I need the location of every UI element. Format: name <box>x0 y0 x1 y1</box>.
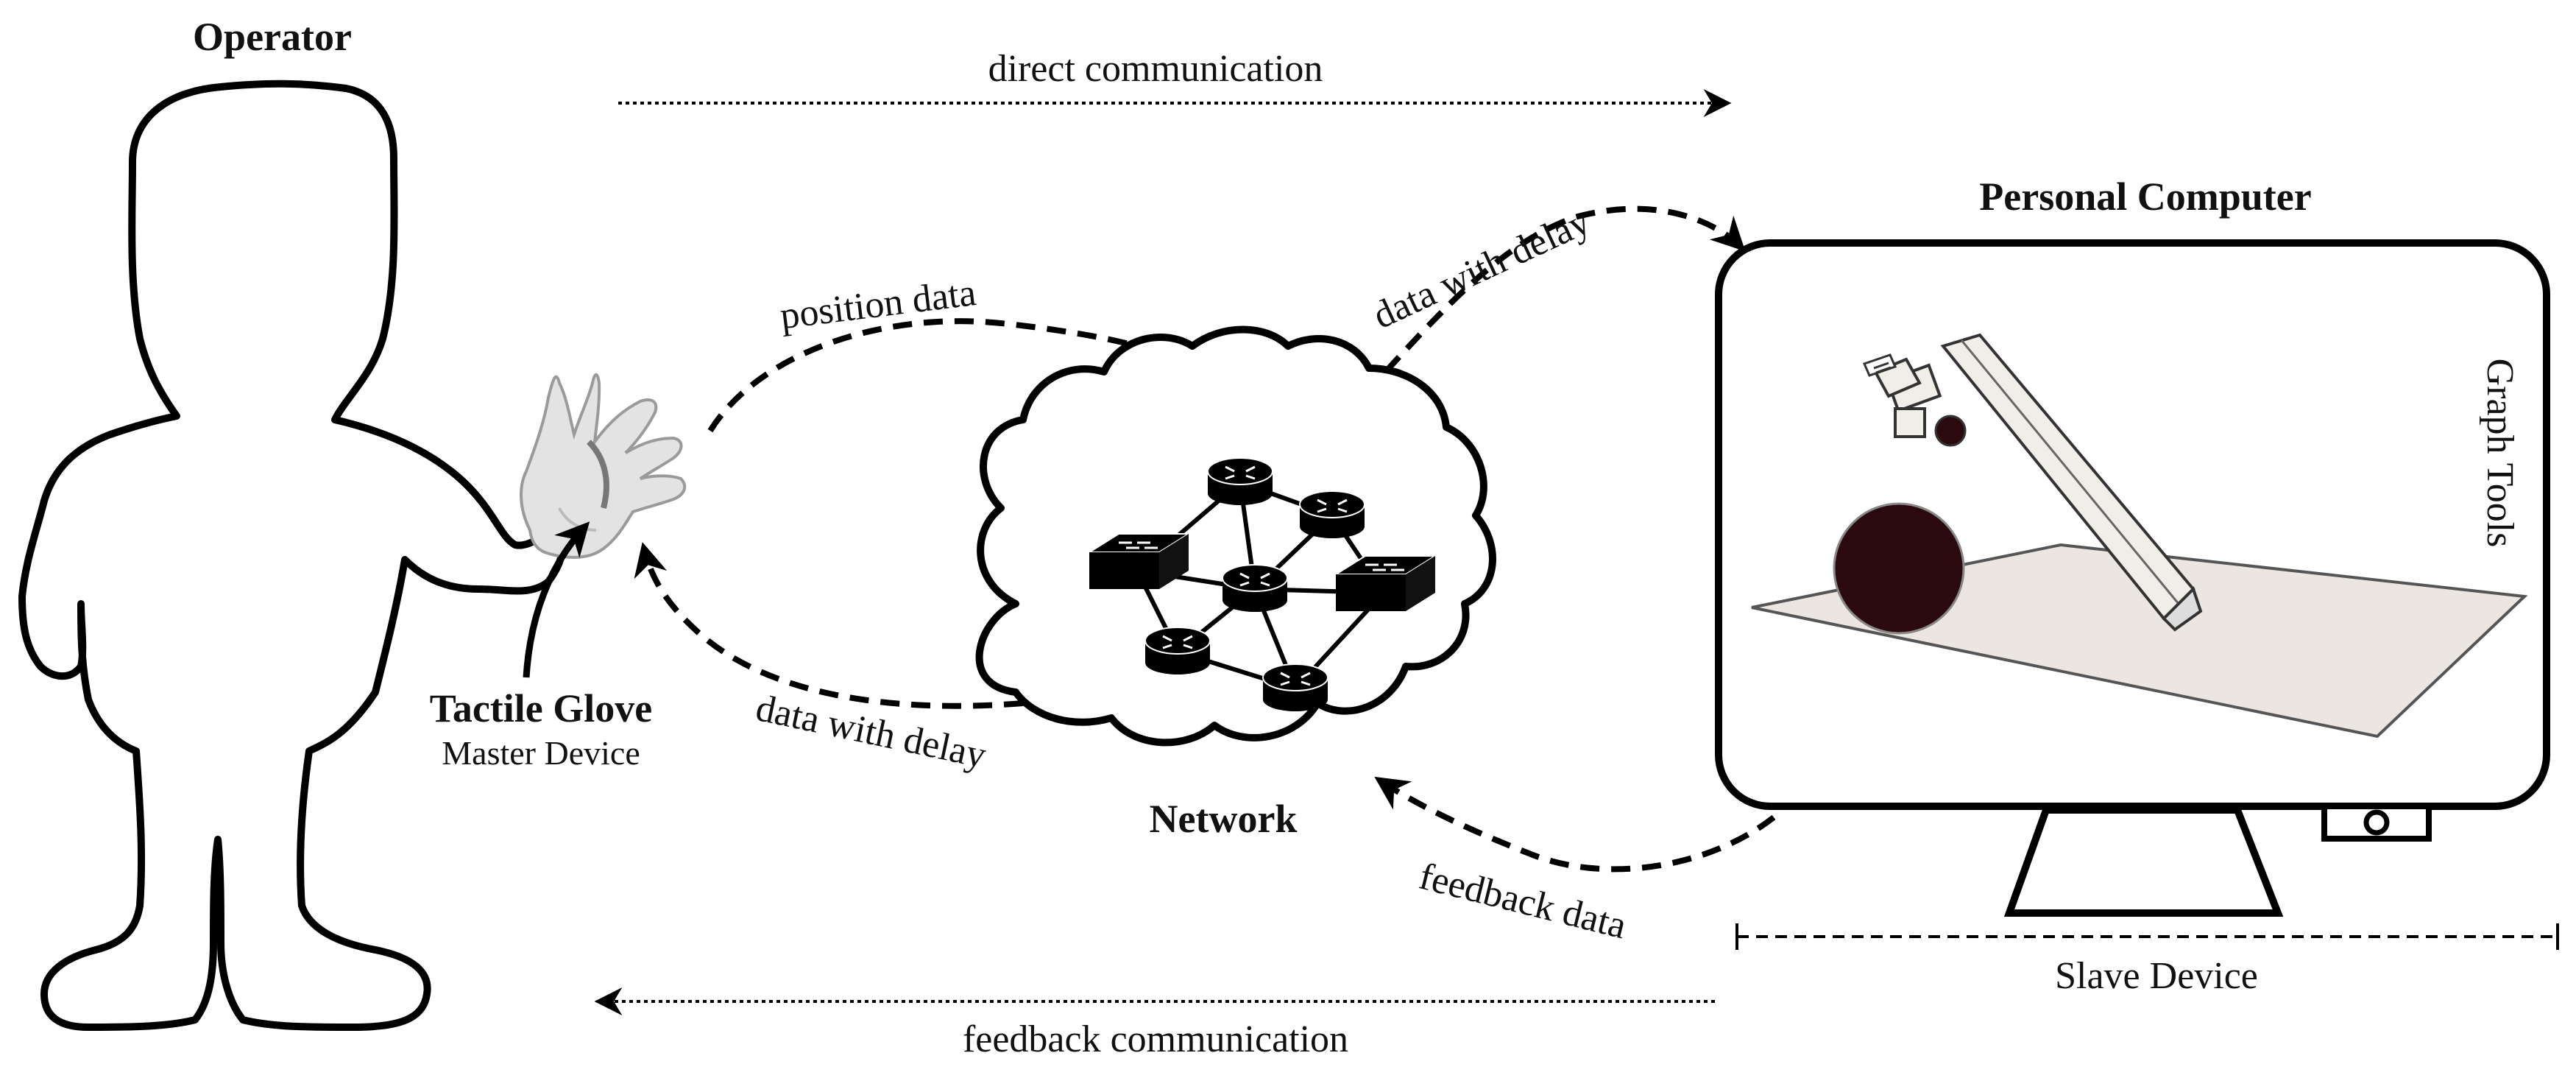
tactile-glove-icon <box>520 373 687 559</box>
switch-icon <box>1086 533 1192 589</box>
data-with-delay-bottom-label: data with delay <box>752 687 990 777</box>
feedback-communication-label: feedback communication <box>963 1018 1348 1060</box>
data-with-delay-top-label: data with delay <box>1367 200 1596 337</box>
network-cloud-icon <box>975 325 1496 747</box>
glove-pointer-arrow <box>523 521 590 678</box>
direct-communication-label: direct communication <box>988 48 1323 90</box>
master-device-label: Master Device <box>442 734 640 772</box>
personal-computer-label: Personal Computer <box>1979 175 2311 219</box>
slave-device-label: Slave Device <box>2055 955 2258 997</box>
data-with-delay-top-arrow <box>1363 205 1746 396</box>
position-data-arrow <box>707 318 1188 433</box>
camera-icon <box>2321 803 2432 842</box>
graph-tools-label: Graph Tools <box>2479 359 2521 548</box>
slave-device-bracket <box>1735 923 2559 950</box>
router-icon <box>1207 457 1273 505</box>
router-icon <box>1144 627 1211 674</box>
operator-silhouette-icon <box>18 80 566 1031</box>
router-icon <box>1262 663 1328 711</box>
switch-icon <box>1333 555 1438 611</box>
network-label: Network <box>1150 797 1298 841</box>
robot-arm-icon <box>1862 333 2203 632</box>
feedback-data-arrow <box>1374 776 1776 873</box>
operator-label: Operator <box>193 15 352 59</box>
router-icon <box>1299 490 1365 538</box>
data-with-delay-bottom-arrow <box>634 542 1024 709</box>
tactile-glove-label: Tactile Glove <box>430 686 652 730</box>
ball-icon <box>1833 502 1965 635</box>
router-icon <box>1222 564 1288 612</box>
